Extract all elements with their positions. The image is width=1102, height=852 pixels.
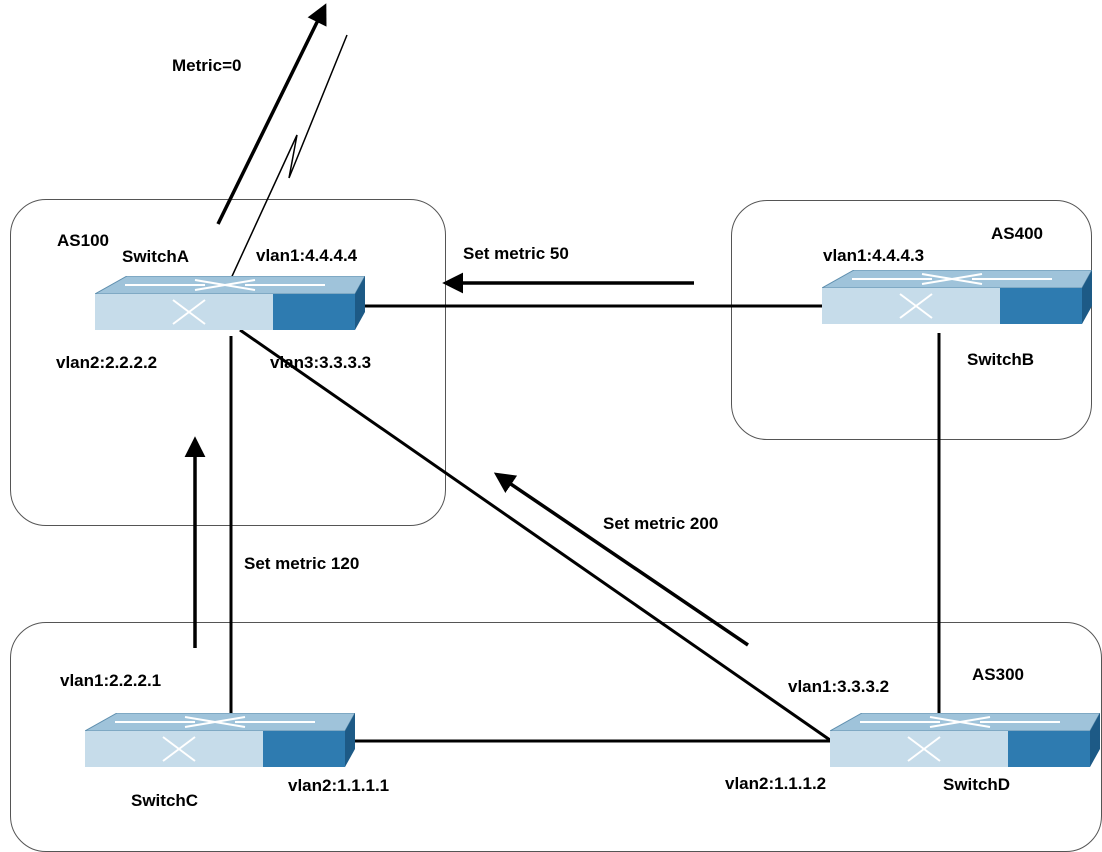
switchb-label: SwitchB: [967, 350, 1035, 369]
switchb-icon: [822, 270, 1092, 324]
switchc-vlan1-label: vlan1:2.2.2.1: [60, 671, 162, 690]
switcha-vlan3-label: vlan3:3.3.3.3: [270, 353, 372, 372]
lightning-link-icon: [227, 34, 348, 286]
switchd-label: SwitchD: [943, 775, 1011, 794]
as400-label: AS400: [991, 224, 1043, 243]
switcha-icon: [95, 276, 365, 330]
switcha-label: SwitchA: [122, 247, 190, 266]
switcha-vlan1-label: vlan1:4.4.4.4: [256, 246, 358, 265]
link-switcha-switchd: [239, 328, 831, 742]
as300-label: AS300: [972, 665, 1024, 684]
as400-region: [731, 200, 1092, 440]
arrow-metric-200: [493, 472, 749, 647]
metric-120-label: Set metric 120: [244, 554, 360, 573]
metric-200-label: Set metric 200: [603, 514, 719, 533]
switchc-icon: [85, 713, 355, 767]
switchc-vlan2-label: vlan2:1.1.1.1: [288, 776, 390, 795]
switchd-vlan1-label: vlan1:3.3.3.2: [788, 677, 890, 696]
as100-region: [10, 199, 446, 526]
switchd-icon: [830, 713, 1100, 767]
switcha-vlan2-label: vlan2:2.2.2.2: [56, 353, 158, 372]
switchd-vlan2-label: vlan2:1.1.1.2: [725, 774, 827, 793]
arrow-metric-0: [216, 3, 327, 225]
metric-50-label: Set metric 50: [463, 244, 569, 263]
metric-external-label: Metric=0: [172, 56, 242, 75]
switchc-label: SwitchC: [131, 791, 199, 810]
as100-label: AS100: [57, 231, 109, 250]
switchb-vlan1-label: vlan1:4.4.4.3: [823, 246, 925, 265]
